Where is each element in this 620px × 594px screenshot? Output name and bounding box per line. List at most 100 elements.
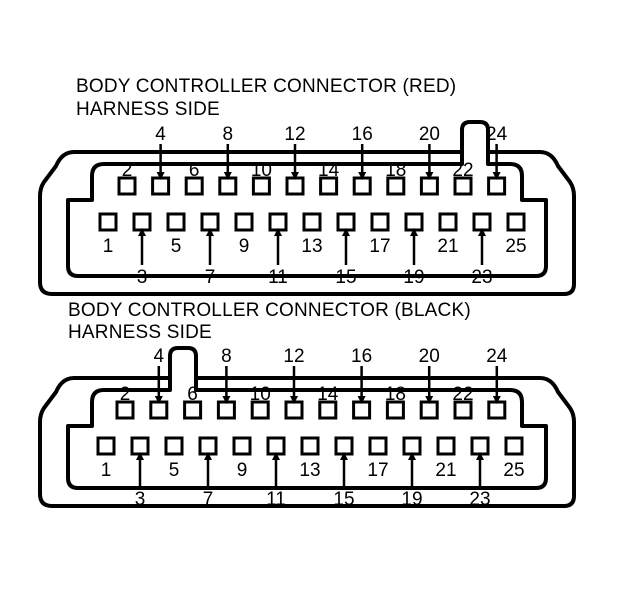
- red-top-pin-6: [184, 176, 204, 196]
- red-top-pin-label: 22: [452, 160, 473, 181]
- black-bottom-pin-label: 7: [203, 489, 214, 510]
- black-bottom-pin-label: 17: [367, 460, 388, 481]
- red-bottom-pin-label: 1: [103, 236, 114, 257]
- red-bottom-pin-1: [98, 212, 118, 232]
- red-top-pin-22: [453, 176, 473, 196]
- red-bottom-pin-label: 9: [239, 236, 250, 257]
- red-bottom-pin-7: [200, 212, 220, 232]
- black-connector-title: BODY CONTROLLER CONNECTOR (BLACK): [68, 300, 471, 321]
- black-bottom-pin-label: 23: [469, 489, 490, 510]
- black-connector-pins: 2468101214161820222413579111315171921232…: [96, 346, 525, 510]
- black-top-pin-6: [183, 400, 203, 420]
- red-bottom-pin-13: [302, 212, 322, 232]
- red-top-pin-8: [218, 176, 238, 196]
- red-top-pin-label: 14: [318, 160, 340, 181]
- black-bottom-pin-15: [334, 436, 354, 456]
- black-top-pin-label: 6: [187, 384, 198, 405]
- black-top-pin-label: 4: [154, 346, 165, 367]
- red-bottom-pin-label: 3: [137, 267, 148, 288]
- red-top-pin-14: [319, 176, 339, 196]
- red-bottom-pin-5: [166, 212, 186, 232]
- red-bottom-pin-label: 17: [369, 236, 390, 257]
- red-top-pin-16: [352, 176, 372, 196]
- red-top-pin-label: 8: [223, 124, 234, 145]
- black-bottom-pin-label: 21: [435, 460, 456, 481]
- black-top-pin-14: [318, 400, 338, 420]
- black-bottom-pin-21: [436, 436, 456, 456]
- red-bottom-pin-9: [234, 212, 254, 232]
- black-top-pin-label: 16: [351, 346, 372, 367]
- red-top-pin-20: [419, 176, 439, 196]
- black-connector-housing: [38, 346, 576, 508]
- red-top-pin-18: [386, 176, 406, 196]
- red-bottom-pin-3: [132, 212, 152, 232]
- black-bottom-pin-5: [164, 436, 184, 456]
- black-top-pin-2: [115, 400, 135, 420]
- red-bottom-pin-label: 23: [471, 267, 492, 288]
- red-bottom-pin-25: [506, 212, 526, 232]
- black-top-pin-24: [487, 400, 507, 420]
- red-bottom-pin-label: 21: [437, 236, 458, 257]
- red-bottom-pin-19: [404, 212, 424, 232]
- red-top-pin-24: [487, 176, 507, 196]
- red-top-pin-label: 24: [486, 124, 508, 145]
- red-top-pin-10: [251, 176, 271, 196]
- black-bottom-pin-25: [504, 436, 524, 456]
- red-connector-housing: [38, 120, 576, 296]
- red-bottom-pin-label: 5: [171, 236, 182, 257]
- red-connector-subtitle: HARNESS SIDE: [76, 99, 220, 120]
- black-bottom-pin-label: 19: [401, 489, 422, 510]
- black-bottom-pin-7: [198, 436, 218, 456]
- black-bottom-pin-17: [368, 436, 388, 456]
- black-top-pin-label: 12: [283, 346, 304, 367]
- red-bottom-pin-21: [438, 212, 458, 232]
- black-top-pin-8: [216, 400, 236, 420]
- black-bottom-pin-3: [130, 436, 150, 456]
- red-bottom-pin-11: [268, 212, 288, 232]
- red-top-pin-label: 4: [155, 124, 166, 145]
- black-bottom-pin-19: [402, 436, 422, 456]
- black-top-pin-label: 8: [221, 346, 232, 367]
- black-top-pin-label: 18: [385, 384, 406, 405]
- red-bottom-pin-17: [370, 212, 390, 232]
- black-top-pin-4: [149, 400, 169, 420]
- black-bottom-pin-label: 25: [503, 460, 524, 481]
- red-top-pin-label: 10: [251, 160, 272, 181]
- red-top-pin-label: 12: [284, 124, 305, 145]
- red-connector-title: BODY CONTROLLER CONNECTOR (RED): [76, 76, 457, 97]
- red-bottom-pin-label: 15: [335, 267, 356, 288]
- black-connector-subtitle: HARNESS SIDE: [68, 322, 212, 343]
- black-top-pin-16: [352, 400, 372, 420]
- black-top-pin-label: 20: [419, 346, 440, 367]
- black-top-pin-label: 14: [317, 384, 339, 405]
- red-top-pin-4: [151, 176, 171, 196]
- red-bottom-pin-label: 19: [403, 267, 424, 288]
- red-bottom-pin-label: 13: [301, 236, 322, 257]
- black-bottom-pin-11: [266, 436, 286, 456]
- black-top-pin-20: [419, 400, 439, 420]
- black-top-pin-label: 10: [250, 384, 271, 405]
- red-top-pin-2: [117, 176, 137, 196]
- red-top-pin-label: 18: [385, 160, 406, 181]
- red-connector-pins: 2468101214161820222413579111315171921232…: [98, 124, 527, 288]
- black-bottom-pin-label: 13: [299, 460, 320, 481]
- black-top-pin-label: 24: [486, 346, 508, 367]
- red-bottom-pin-23: [472, 212, 492, 232]
- red-top-pin-label: 6: [189, 160, 200, 181]
- red-bottom-pin-label: 11: [268, 267, 288, 288]
- black-bottom-pin-9: [232, 436, 252, 456]
- black-top-pin-10: [250, 400, 270, 420]
- black-top-pin-12: [284, 400, 304, 420]
- black-bottom-pin-label: 9: [237, 460, 248, 481]
- red-top-pin-label: 16: [352, 124, 373, 145]
- red-top-pin-label: 20: [419, 124, 440, 145]
- black-bottom-pin-13: [300, 436, 320, 456]
- black-top-pin-label: 22: [452, 384, 473, 405]
- black-bottom-pin-label: 11: [266, 489, 286, 510]
- black-top-pin-label: 2: [120, 384, 131, 405]
- red-top-pin-12: [285, 176, 305, 196]
- red-top-pin-label: 2: [122, 160, 133, 181]
- black-bottom-pin-label: 3: [135, 489, 146, 510]
- black-bottom-pin-1: [96, 436, 116, 456]
